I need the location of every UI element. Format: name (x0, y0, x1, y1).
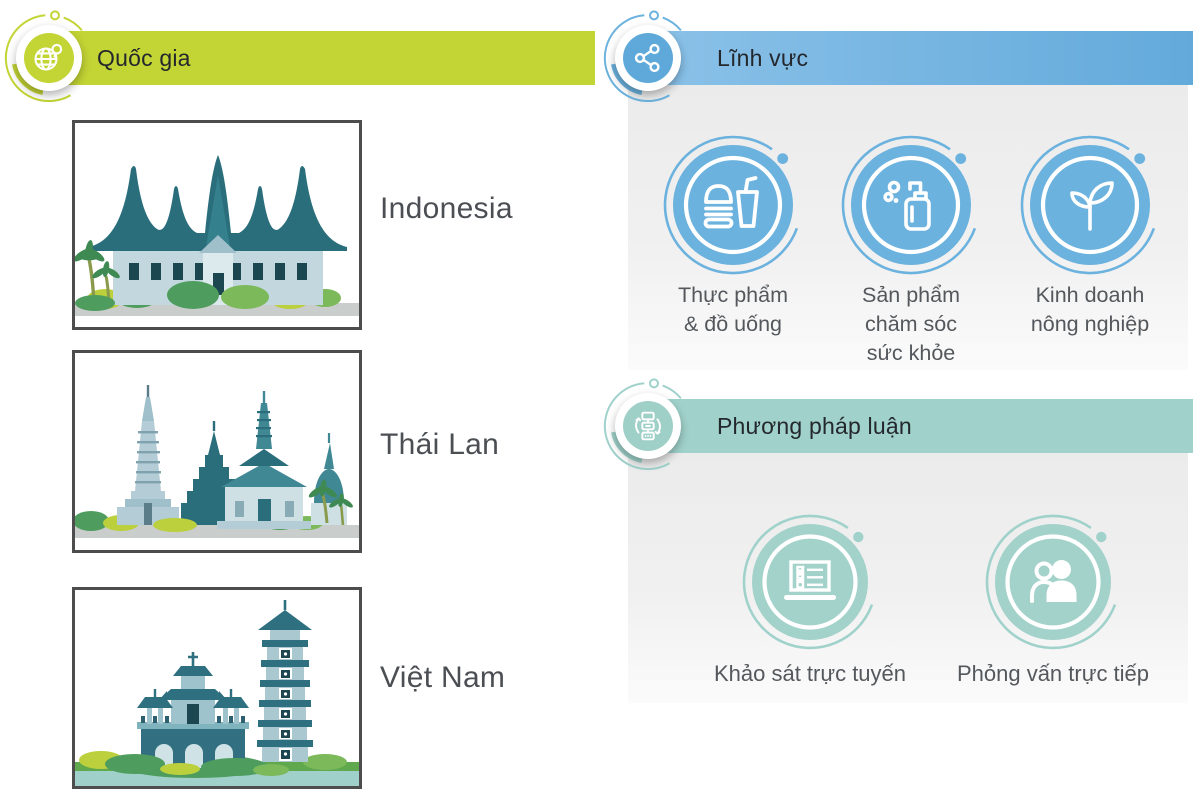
vietnam-figure (72, 587, 362, 789)
sector-circle-health (836, 130, 986, 280)
share-icon (634, 43, 660, 73)
sprout-icon (1070, 181, 1114, 231)
countries-title: Quốc gia (97, 44, 191, 71)
method-circle-survey (735, 507, 885, 657)
countries-header-bar: Quốc gia (33, 31, 595, 85)
sector-circle-agri (1015, 130, 1165, 280)
sector-label-agri: Kinh doanh nông nghiệp (1030, 283, 1150, 336)
method-label-survey: Khảo sát trực tuyến (713, 661, 907, 686)
sector-label-health: Sản phẩm chăm sóc sức khỏe (861, 283, 960, 365)
badge-disc (24, 33, 74, 83)
sectors-header-bar: Lĩnh vực (647, 31, 1193, 85)
country-label-indonesia: Indonesia (380, 192, 513, 225)
temple (137, 652, 249, 768)
badge-disc (623, 401, 673, 451)
thailand-figure (72, 350, 362, 553)
country-label-thailand: Thái Lan (380, 428, 500, 461)
process-badge (598, 376, 698, 476)
sector-circle-food (658, 130, 808, 280)
country-label-vietnam: Việt Nam (380, 661, 506, 694)
sector-label-food: Thực phẩm & đồ uống (678, 283, 788, 336)
sectors-title: Lĩnh vực (717, 44, 809, 71)
badge-disc (623, 33, 673, 83)
indonesia-figure (72, 120, 362, 330)
method-label-interview: Phỏng vấn trực tiếp (956, 661, 1150, 686)
process-flow-icon (635, 411, 661, 441)
sanitizer-icon (883, 180, 931, 231)
food-drink-icon (703, 176, 759, 229)
badge-ring (603, 378, 682, 471)
methodology-header-bar: Phương pháp luận (647, 399, 1193, 453)
badge-ring (4, 10, 83, 103)
badge-ring (603, 10, 682, 103)
indonesia-illustration (75, 155, 359, 316)
thailand-illustration (75, 385, 359, 538)
people-interview-icon (1030, 560, 1077, 603)
globe-icon (34, 43, 63, 71)
methodology-title: Phương pháp luận (717, 412, 912, 439)
laptop-survey-icon (784, 560, 836, 600)
globe-badge (0, 8, 99, 108)
pagoda-tower (257, 600, 313, 762)
share-badge (598, 8, 698, 108)
method-circle-interview (978, 507, 1128, 657)
vietnam-illustration (75, 600, 359, 786)
